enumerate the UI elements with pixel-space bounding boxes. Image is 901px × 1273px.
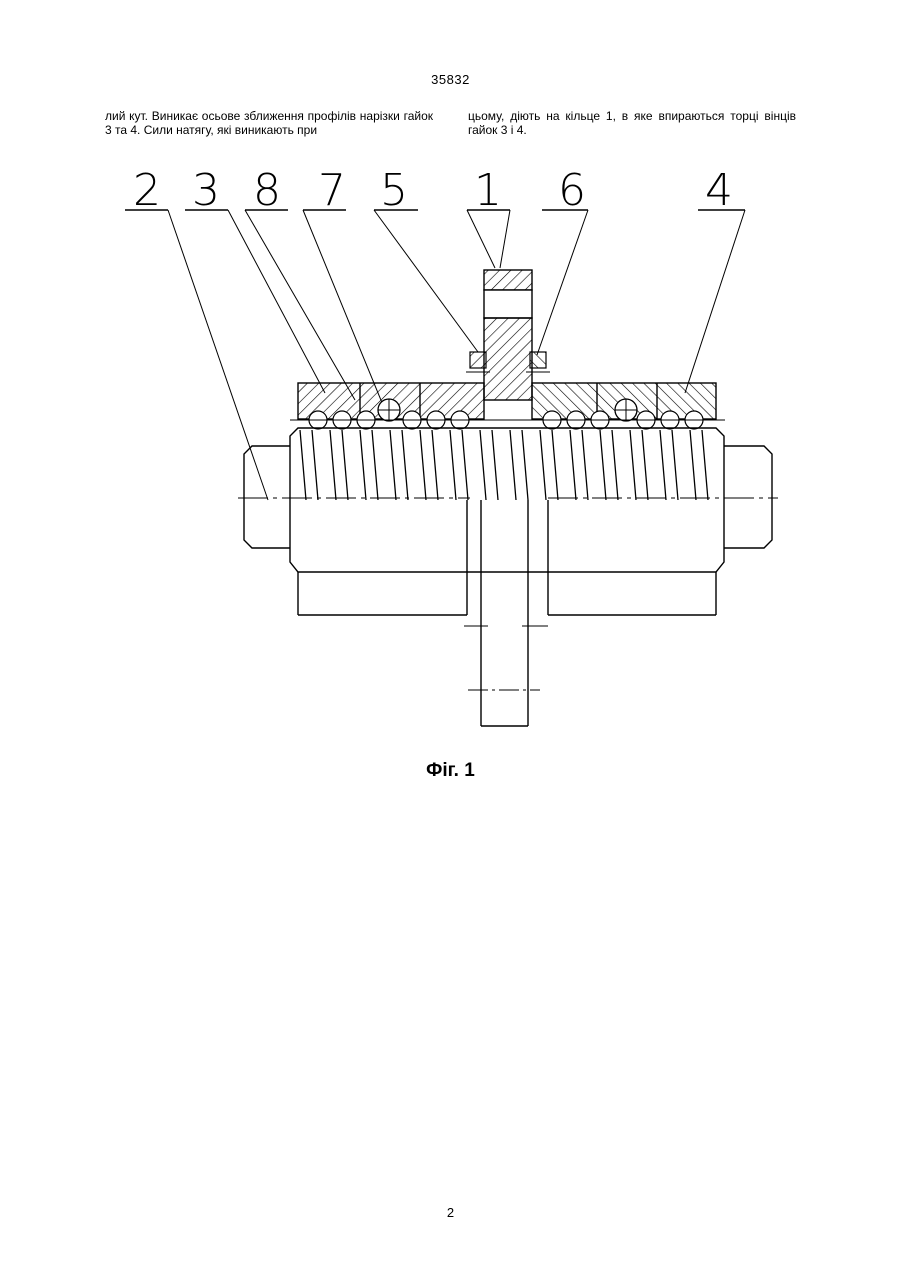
label-5: 5 [380, 165, 408, 216]
label-4: 4 [705, 165, 733, 216]
leader-labels: 2 3 8 7 5 1 6 4 [125, 165, 745, 216]
label-1: 1 [474, 165, 502, 216]
label-8: 8 [253, 165, 281, 216]
gear-shaft [464, 500, 548, 726]
leader-lines [168, 210, 745, 500]
label-2: 2 [133, 165, 161, 216]
label-6: 6 [558, 165, 586, 216]
ring-5 [470, 352, 486, 368]
label-3: 3 [192, 165, 220, 216]
page-footer-number: 2 [0, 1205, 901, 1220]
ring-6 [530, 352, 546, 368]
label-7: 7 [318, 165, 346, 216]
gear-ring-1 [484, 270, 532, 400]
figure-caption: Фіг. 1 [0, 760, 901, 782]
screw-shaft [290, 428, 724, 615]
